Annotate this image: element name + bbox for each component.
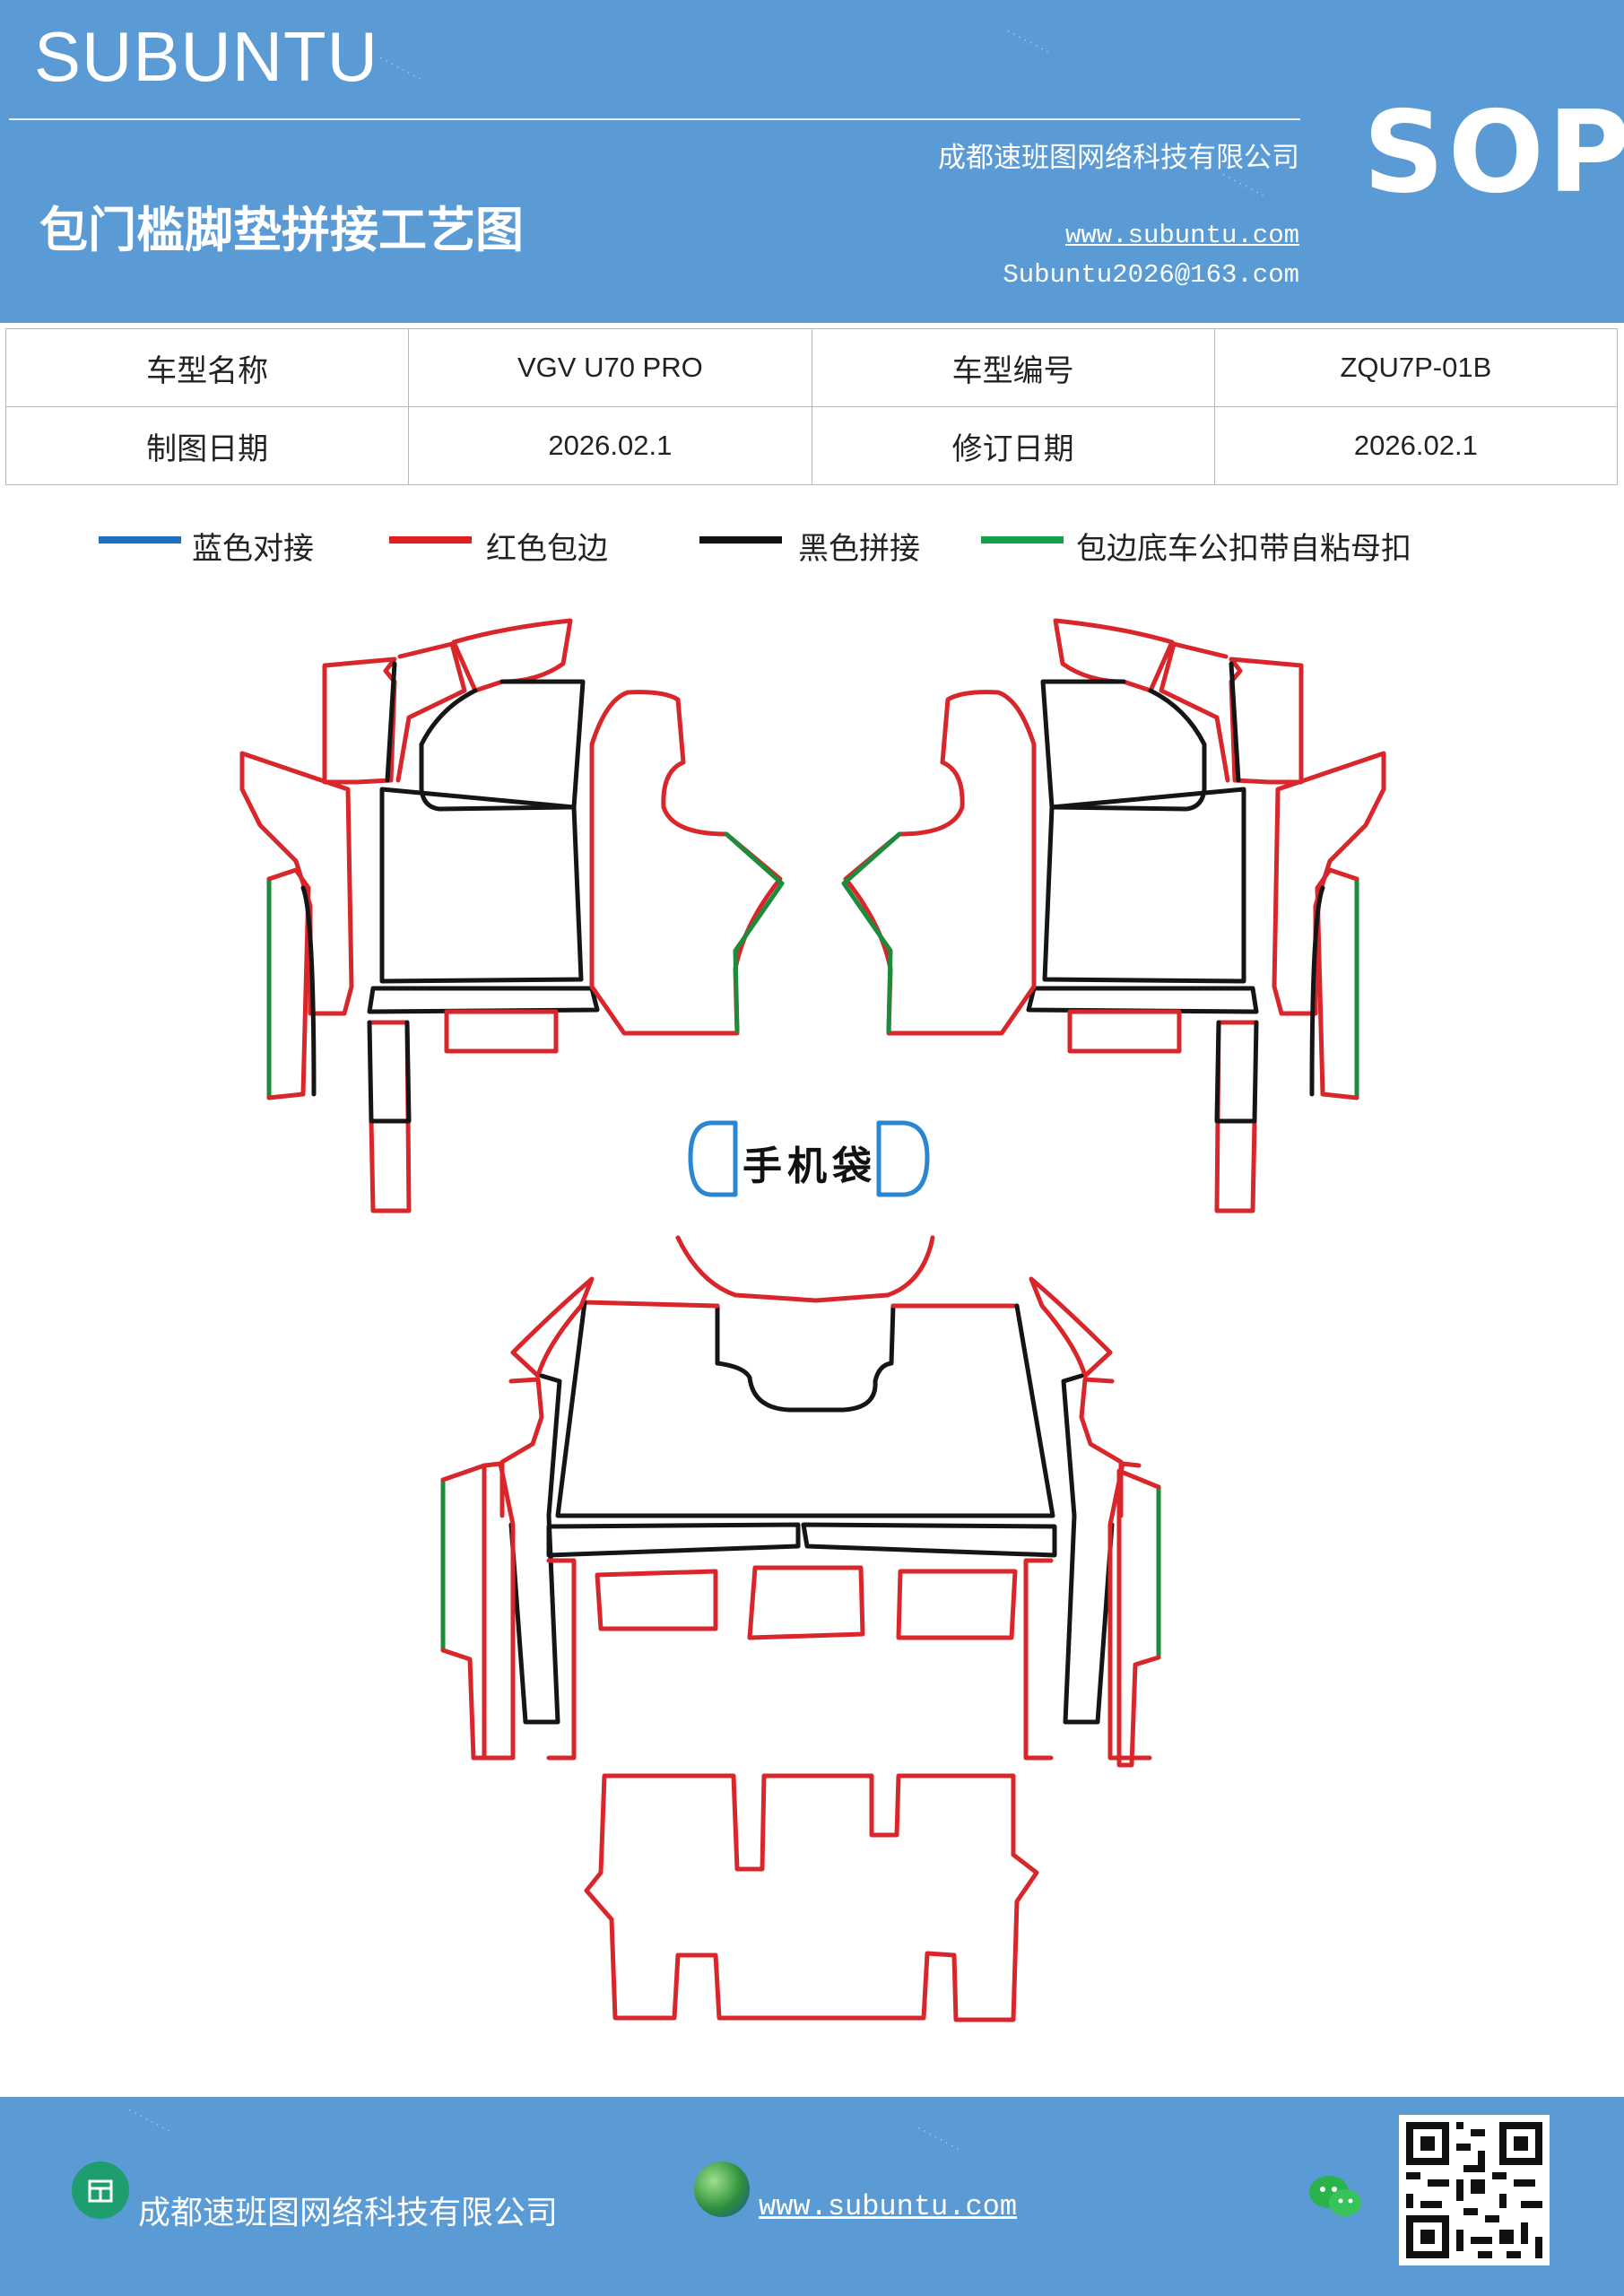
footer-banner: 成都速班图网络科技有限公司 www.subuntu.com · · · · · … <box>0 2097 1624 2296</box>
threshold-pad <box>444 1009 559 1054</box>
legend-swatch <box>99 536 181 544</box>
header-email: Subuntu2026@163.com <box>1003 260 1299 290</box>
door-strip <box>367 1020 412 1213</box>
footer-website-link[interactable]: www.subuntu.com <box>759 2190 1018 2223</box>
table-cell: 修订日期 <box>811 406 1215 485</box>
floor-strip <box>1023 1558 1054 1761</box>
watermark: · · · · · · · · <box>377 52 424 85</box>
mat-top-edge <box>582 1300 720 1309</box>
mat-piece <box>1029 1276 1113 1378</box>
mat-piece <box>322 657 397 785</box>
seat-strip <box>546 1522 801 1558</box>
mat-splicing-diagram <box>239 618 1386 2022</box>
splice-line <box>419 679 586 812</box>
splice-line <box>300 885 317 1097</box>
table-cell: 2026.02.1 <box>408 406 812 485</box>
table-cell: VGV U70 PRO <box>408 328 812 407</box>
watermark: · · · · · · · · <box>915 2122 962 2155</box>
wechat-icon <box>1306 2172 1365 2222</box>
table-cell: ZQU7P-01B <box>1213 328 1619 407</box>
mat-piece <box>395 641 467 783</box>
seat-pad <box>896 1569 1018 1640</box>
splice-line <box>1229 661 1241 783</box>
seat-pad <box>747 1565 865 1640</box>
mat-piece <box>1315 867 1359 1100</box>
side-strip <box>508 1373 562 1725</box>
splice-line <box>1040 679 1207 812</box>
table-cell: 车型编号 <box>811 328 1215 407</box>
table-cell: 车型名称 <box>4 328 410 407</box>
mat-piece <box>1107 1461 1152 1761</box>
header-company: 成都速班图网络科技有限公司 <box>938 142 1299 174</box>
mat-piece <box>1159 641 1230 783</box>
mat-piece <box>471 1461 516 1761</box>
watermark: · · · · · · · · <box>1004 25 1052 58</box>
mat-piece <box>1229 657 1304 785</box>
legend-label: 包边底车公扣带自粘母扣 <box>1076 531 1411 567</box>
mat-piece-side <box>239 751 354 1016</box>
header-banner: SUBUNTU 成都速班图网络科技有限公司 包门槛脚垫拼接工艺图 www.sub… <box>0 0 1624 323</box>
left-front-mat-group <box>239 618 785 1213</box>
console-cutout <box>675 1235 935 1303</box>
middle-row-mat-group <box>440 1235 1161 1768</box>
legend-swatch <box>981 536 1064 544</box>
door-strip <box>1214 1020 1259 1213</box>
velcro-edge <box>841 831 902 1034</box>
legend-swatch <box>389 536 472 544</box>
splice-line <box>385 661 397 783</box>
splice-line <box>1309 885 1325 1097</box>
table-cell: 制图日期 <box>4 406 410 485</box>
table-row: 制图日期 2026.02.1 修订日期 2026.02.1 <box>4 406 1619 485</box>
splice-line <box>1214 1020 1259 1124</box>
building-icon <box>72 2161 129 2219</box>
console-cutout-edge <box>715 1303 896 1413</box>
legend-label: 蓝色对接 <box>192 531 314 567</box>
phone-pocket-label: 手机袋 <box>743 1144 877 1189</box>
mat-piece <box>440 1463 487 1761</box>
mat-piece <box>510 1276 595 1378</box>
vehicle-info-table: 车型名称 VGV U70 PRO 车型编号 ZQU7P-01B 制图日期 202… <box>4 328 1619 485</box>
document-title: 包门槛脚垫拼接工艺图 <box>39 202 524 258</box>
splice-line <box>367 1020 412 1124</box>
mat-piece-main <box>1042 787 1246 984</box>
sop-label: SOP <box>1363 86 1624 218</box>
threshold-strip <box>1026 986 1259 1014</box>
mat-piece <box>1116 1468 1161 1768</box>
qr-code <box>1399 2115 1550 2266</box>
globe-icon <box>694 2161 750 2217</box>
rear-mat-piece <box>584 1773 1039 2022</box>
seat-strip <box>801 1522 1057 1558</box>
door-mat-piece <box>589 690 783 1036</box>
phone-pocket <box>688 1120 930 1197</box>
seat-pad <box>595 1569 718 1631</box>
mat-piece-main <box>379 787 584 984</box>
mat-piece <box>266 867 311 1100</box>
footer-company: 成都速班图网络科技有限公司 <box>138 2195 559 2231</box>
table-cell: 2026.02.1 <box>1213 406 1619 485</box>
header-website-link[interactable]: www.subuntu.com <box>1064 221 1299 250</box>
door-mat-piece <box>843 690 1037 1036</box>
pocket-right-tab <box>876 1120 930 1197</box>
side-strip <box>1061 1373 1115 1725</box>
table-row: 车型名称 VGV U70 PRO 车型编号 ZQU7P-01B <box>4 328 1619 407</box>
floor-strip <box>546 1558 577 1761</box>
velcro-edge <box>724 831 785 1034</box>
header-divider <box>9 118 1300 120</box>
legend-label: 黑色拼接 <box>798 531 920 567</box>
legend-label: 红色包边 <box>486 531 608 567</box>
right-front-mat-group <box>841 618 1386 1213</box>
threshold-pad <box>1067 1009 1182 1054</box>
pocket-left-tab <box>688 1120 738 1197</box>
rear-mat <box>584 1773 1039 2022</box>
threshold-strip <box>367 986 600 1014</box>
watermark: · · · · · · · · <box>126 2104 173 2137</box>
legend-swatch <box>699 536 782 544</box>
middle-main-mat <box>555 1300 1055 1518</box>
brand-name: SUBUNTU <box>34 17 379 96</box>
mat-piece-side <box>1272 751 1386 1016</box>
